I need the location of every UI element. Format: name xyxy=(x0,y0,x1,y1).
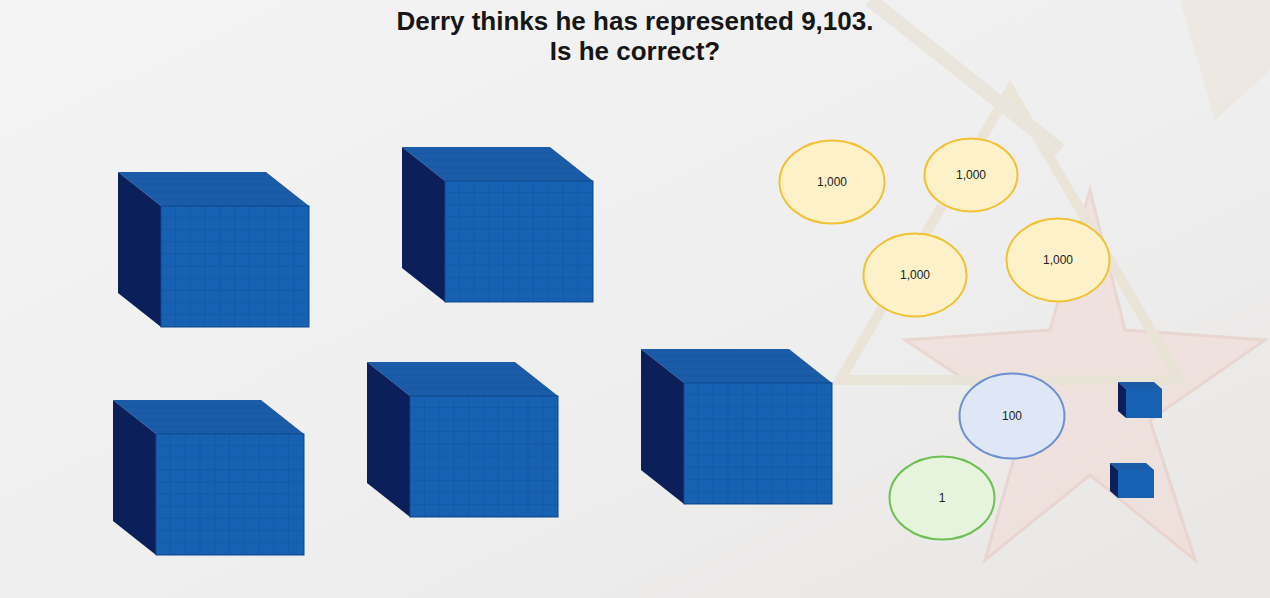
counter-ellipse xyxy=(890,457,995,540)
counter-value: 1,000 xyxy=(817,175,847,189)
place-value-counter: 1,000 xyxy=(923,137,1019,213)
counter-value: 1,000 xyxy=(900,268,930,282)
place-value-counter: 1 xyxy=(888,455,996,541)
thousand-cube xyxy=(641,349,832,504)
place-value-counter: 1,000 xyxy=(778,139,886,225)
counter-ellipse xyxy=(864,234,967,317)
counter-text-box: 1 xyxy=(888,455,996,541)
thousand-cube xyxy=(113,400,304,555)
thousand-cube xyxy=(118,172,309,327)
unit-cube xyxy=(1118,382,1162,418)
place-value-counter: 1,000 xyxy=(1005,217,1111,303)
counter-text-box: 1,000 xyxy=(1005,217,1111,303)
place-value-counter: 100 xyxy=(958,372,1066,460)
counter-ellipse xyxy=(925,139,1018,212)
watermark xyxy=(840,0,1270,560)
counter-text-box: 1,000 xyxy=(778,139,886,225)
counter-text-box: 1,000 xyxy=(862,232,968,318)
counter-text-box: 1,000 xyxy=(923,137,1019,213)
counter-text-box: 100 xyxy=(958,372,1066,460)
counter-value: 1 xyxy=(939,491,946,505)
counter-ellipse xyxy=(780,141,885,224)
counter-ellipse xyxy=(960,374,1065,459)
counter-value: 1,000 xyxy=(1043,253,1073,267)
place-value-counter: 1,000 xyxy=(862,232,968,318)
thousand-cube xyxy=(367,362,558,517)
counter-value: 1,000 xyxy=(956,168,986,182)
unit-cube xyxy=(1110,463,1154,498)
counter-value: 100 xyxy=(1002,409,1022,423)
counter-ellipse xyxy=(1007,219,1110,302)
thousand-cube xyxy=(402,147,593,302)
title: Derry thinks he has represented 9,103. I… xyxy=(390,6,880,66)
